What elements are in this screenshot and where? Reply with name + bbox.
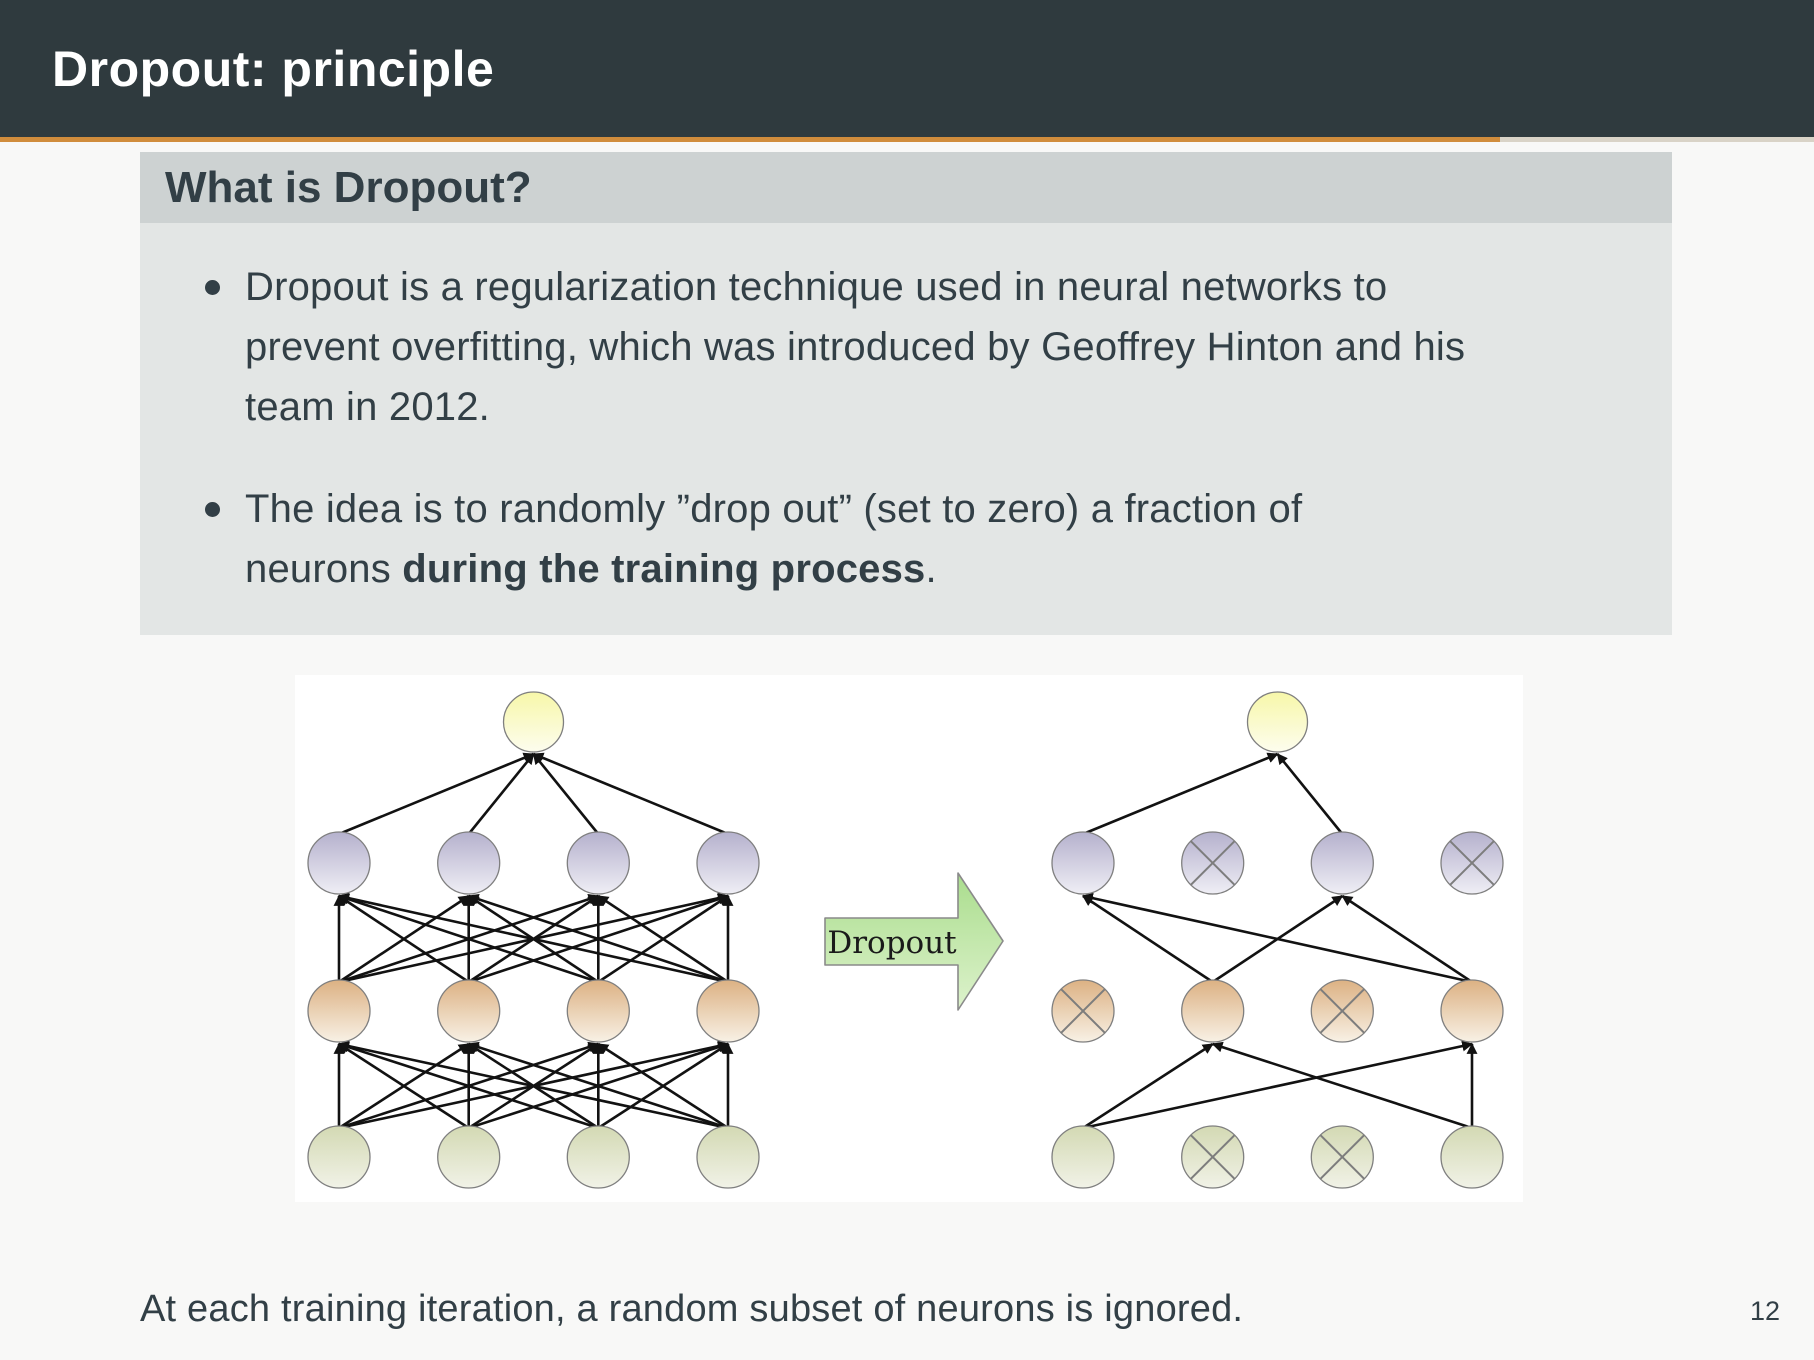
bullet-text-pre: The idea is to randomly ”drop out” (set … <box>245 487 1303 591</box>
block-body: Dropout is a regularization technique us… <box>140 223 1672 635</box>
accent-line-orange <box>0 137 1500 142</box>
neuron-node <box>696 831 760 895</box>
neuron-node <box>1310 831 1374 895</box>
neuron-node <box>307 979 371 1043</box>
bullet-text-bold: during the training process <box>402 547 926 591</box>
neuron-node <box>566 831 630 895</box>
footer-note: At each training iteration, a random sub… <box>140 1288 1244 1330</box>
dropout-arrow: Dropout <box>824 872 1004 1011</box>
page-number: 12 <box>1749 1296 1780 1326</box>
connections <box>333 752 734 1130</box>
neurons <box>1051 691 1504 1189</box>
bullet-text-post: . <box>925 547 937 591</box>
dropout-arrow-shape <box>824 872 1004 1011</box>
definition-block: What is Dropout? Dropout is a regulariza… <box>140 152 1672 635</box>
bullet-icon <box>205 502 220 517</box>
neuron-node <box>1051 1125 1115 1189</box>
neuron-node <box>696 979 760 1043</box>
block-title-bar: What is Dropout? <box>140 152 1672 223</box>
dropout-arrow-label: Dropout <box>827 925 957 961</box>
network-before-dropout <box>307 691 760 1189</box>
accent-line-tail <box>1500 137 1814 142</box>
neuron-node <box>566 1125 630 1189</box>
block-title: What is Dropout? <box>165 162 532 212</box>
cross-icon <box>1319 1134 1365 1180</box>
network-after-dropout <box>1051 691 1504 1189</box>
neurons <box>307 691 760 1189</box>
bullet-item: Dropout is a regularization technique us… <box>205 257 1662 437</box>
neuron-node <box>437 979 501 1043</box>
neuron-node <box>437 1125 501 1189</box>
header-bar: Dropout: principle <box>0 0 1814 137</box>
neuron-node <box>1246 691 1309 753</box>
neuron-node <box>502 691 565 753</box>
neuron-node <box>566 979 630 1043</box>
slide-title: Dropout: principle <box>52 40 495 97</box>
bullet-icon <box>205 280 220 295</box>
bullet-text-pre: Dropout is a regularization technique us… <box>245 265 1466 429</box>
connections <box>1081 752 1478 1130</box>
neuron-node <box>1440 1125 1504 1189</box>
neuron-node <box>1181 979 1245 1043</box>
neuron-node <box>1051 831 1115 895</box>
network-diagram: Dropout <box>307 691 1504 1189</box>
bullet-item: The idea is to randomly ”drop out” (set … <box>205 479 1662 599</box>
neuron-node <box>1440 979 1504 1043</box>
neuron-node <box>696 1125 760 1189</box>
cross-icon <box>1060 988 1106 1034</box>
cross-icon <box>1190 1134 1236 1180</box>
neuron-node <box>437 831 501 895</box>
figure: Dropout <box>295 675 1523 1202</box>
cross-icon <box>1190 840 1236 886</box>
bullet-text: Dropout is a regularization technique us… <box>245 257 1662 437</box>
bullet-text: The idea is to randomly ”drop out” (set … <box>245 479 1662 599</box>
cross-icon <box>1449 840 1495 886</box>
neuron-node <box>307 1125 371 1189</box>
neuron-node <box>307 831 371 895</box>
cross-icon <box>1319 988 1365 1034</box>
